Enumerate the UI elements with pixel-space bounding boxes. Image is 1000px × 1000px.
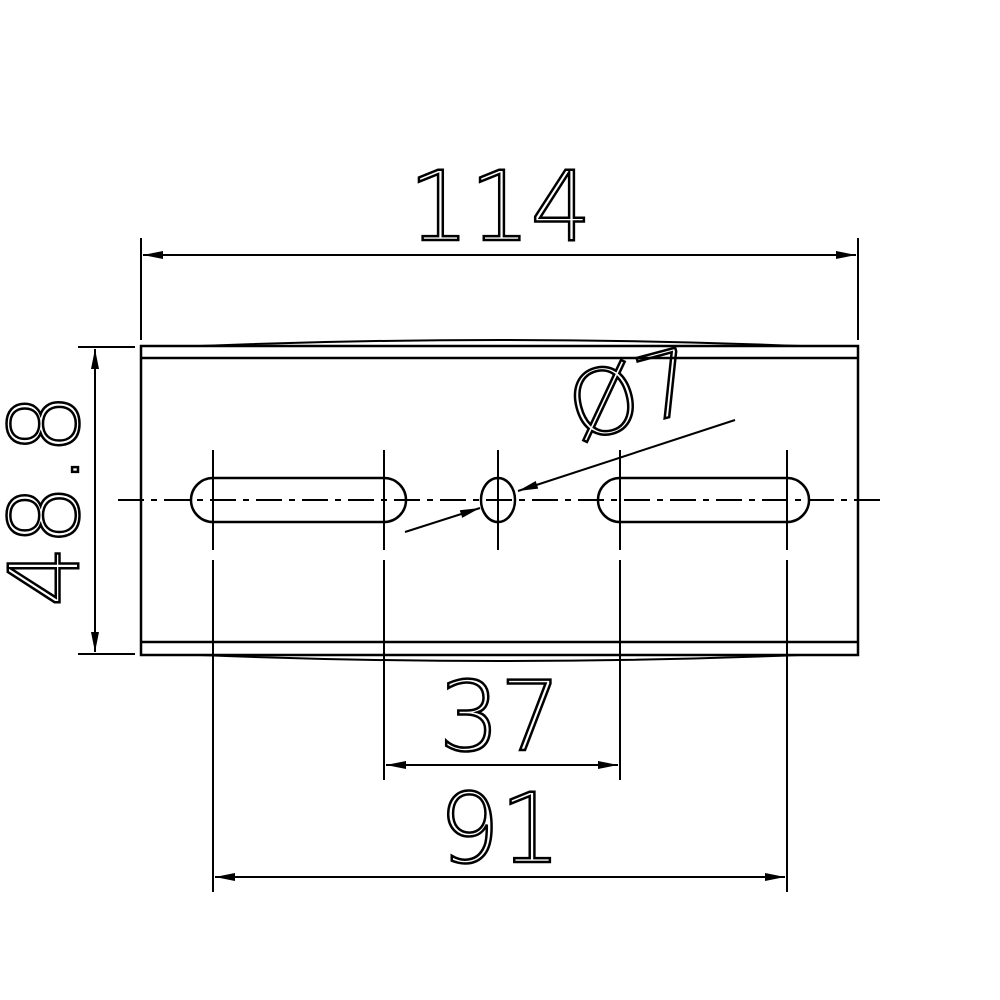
dimension-lines: [91, 251, 856, 881]
extension-lines: [78, 238, 859, 892]
top-curve: [199, 339, 801, 347]
leader-hole-right: [517, 419, 736, 492]
dim-text-91: 91: [439, 773, 561, 885]
bottom-curve: [199, 654, 801, 662]
leader-hole-left: [404, 507, 481, 533]
dim-text-37: 37: [439, 661, 561, 773]
center-lines: [118, 450, 882, 550]
dim-text-48-8: 48.8: [0, 393, 101, 607]
dim-text-114: 114: [408, 151, 591, 263]
dim-text-hole-diameter: Ø7: [557, 328, 708, 463]
